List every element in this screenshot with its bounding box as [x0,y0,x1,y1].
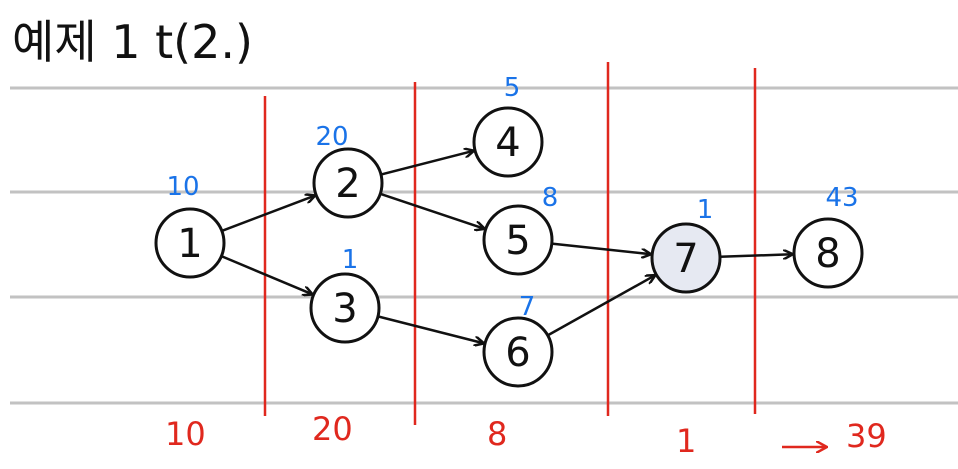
node-2: 220 [312,122,384,219]
stage-total-1: 10 [165,415,206,453]
stage-totals: 10 20 8 1 [165,410,696,460]
stage-total-3: 8 [487,415,507,453]
node-8: 8 43 [792,183,864,289]
node-value: 1 [342,245,359,275]
node-value: 20 [315,122,348,152]
node-circle [472,106,544,178]
node-label: 2 [335,161,360,207]
node-circle [482,204,554,276]
node-value: 43 [825,183,858,213]
node-6: 67 [482,292,554,388]
node-circle [650,222,722,294]
node-7: 71 [650,195,722,294]
node-3: 31 [309,245,381,344]
node-label: 3 [332,286,357,332]
node-label: 8 [815,231,840,277]
node-circle [482,316,554,388]
node-label: 4 [495,120,520,166]
stage-total-4: 1 [676,422,696,460]
stage-dividers [263,62,757,425]
node-label: 1 [177,221,202,267]
edge-1-2 [221,196,315,233]
edge-6-7 [547,276,655,337]
edges [220,151,792,343]
node-label: 5 [505,218,530,264]
node-value: 5 [504,73,521,103]
node-value: 8 [542,183,559,213]
node-1: 1 10 [154,172,226,279]
stage-total-2: 20 [312,410,353,448]
node-circle [309,272,381,344]
edge-2-5 [379,192,484,229]
edge-1-3 [220,254,311,294]
ruled-lines [10,86,958,405]
node-label: 6 [505,330,530,376]
node-5: 58 [482,183,559,276]
node-value: 10 [166,172,199,202]
result-value: 39 [846,417,887,455]
node-4: 45 [472,73,544,178]
node-circle [154,207,226,279]
edge-5-7 [551,242,650,255]
page-title: 예제 1 t(2.) [12,15,253,69]
node-value: 1 [697,195,714,225]
node-value: 7 [519,292,536,322]
node-circle [792,217,864,289]
node-circle [312,147,384,219]
edge-3-6 [377,315,483,343]
node-label: 7 [673,236,698,282]
edge-7-8 [719,254,792,257]
edge-2-4 [380,151,473,176]
